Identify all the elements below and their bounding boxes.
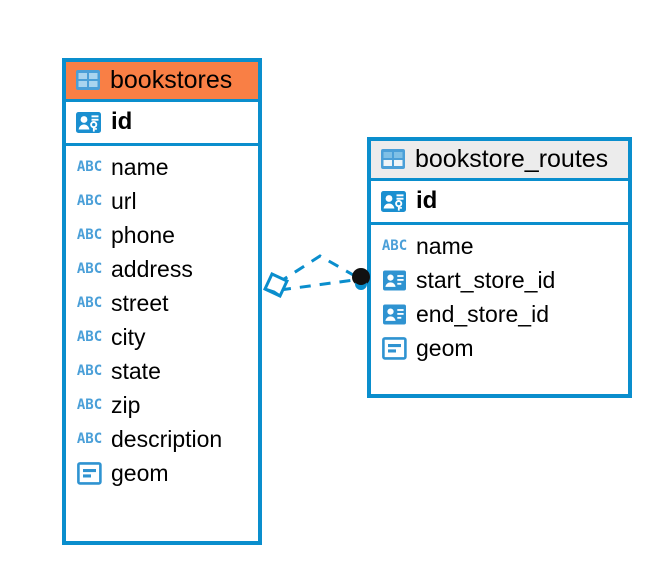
field-label: phone [111,221,175,248]
field-row[interactable]: ABC name [66,150,258,184]
foreign-key-icon [382,303,407,326]
entity-header-bookstores[interactable]: bookstores [66,62,258,100]
primary-key-label: id [416,187,438,215]
field-label: start_store_id [416,266,556,293]
field-row[interactable]: ABC description [66,422,258,456]
entity-title: bookstore_routes [415,145,609,173]
field-row[interactable]: geom [371,331,628,365]
primary-key-row[interactable]: id [371,178,628,226]
text-type-icon: ABC [76,193,103,210]
field-label: street [111,289,169,316]
field-label: name [111,153,169,180]
field-row[interactable]: ABC state [66,354,258,388]
field-row[interactable]: ABC url [66,184,258,218]
entity-header-bookstore-routes[interactable]: bookstore_routes [371,141,628,179]
primary-key-row[interactable]: id [66,99,258,147]
field-label: geom [111,459,169,486]
field-row[interactable]: ABC zip [66,388,258,422]
field-label: description [111,425,223,452]
field-list: ABC name ABC url ABC phone AB [66,146,258,494]
text-type-icon: ABC [76,295,103,312]
entity-table-bookstores[interactable]: bookstores id ABC [62,58,262,545]
field-list: ABC name start_store_id [371,225,628,369]
relationship-source-marker-diamond [263,272,289,298]
text-type-icon: ABC [76,363,103,380]
geometry-type-icon [382,336,407,360]
relationship-line-lower [279,278,355,292]
field-label: end_store_id [416,300,549,327]
field-label: geom [416,334,474,361]
text-type-icon: ABC [76,261,103,278]
foreign-key-icon [382,269,407,292]
primary-key-label: id [111,108,133,136]
text-type-icon: ABC [76,227,103,244]
entity-table-bookstore-routes[interactable]: bookstore_routes id [367,137,632,398]
text-type-icon: ABC [76,159,103,176]
field-label: url [111,187,137,214]
field-label: name [416,232,474,259]
field-row[interactable]: ABC phone [66,218,258,252]
field-row[interactable]: ABC address [66,252,258,286]
field-label: address [111,255,193,282]
text-type-icon: ABC [76,397,103,414]
primary-key-icon [380,188,407,215]
field-row[interactable]: ABC name [371,229,628,263]
field-row[interactable]: end_store_id [371,297,628,331]
text-type-icon: ABC [76,431,103,448]
field-row[interactable]: geom [66,456,258,490]
text-type-icon: ABC [76,329,103,346]
geometry-type-icon [77,461,102,485]
table-icon [380,146,406,172]
entity-title: bookstores [110,66,233,94]
field-label: zip [111,391,141,418]
field-row[interactable]: ABC city [66,320,258,354]
field-row[interactable]: ABC street [66,286,258,320]
table-icon [75,67,101,93]
text-type-icon: ABC [381,238,408,255]
relationship-line-upper [277,254,356,285]
primary-key-icon [75,109,102,136]
field-label: city [111,323,146,350]
field-label: state [111,357,161,384]
field-row[interactable]: start_store_id [371,263,628,297]
